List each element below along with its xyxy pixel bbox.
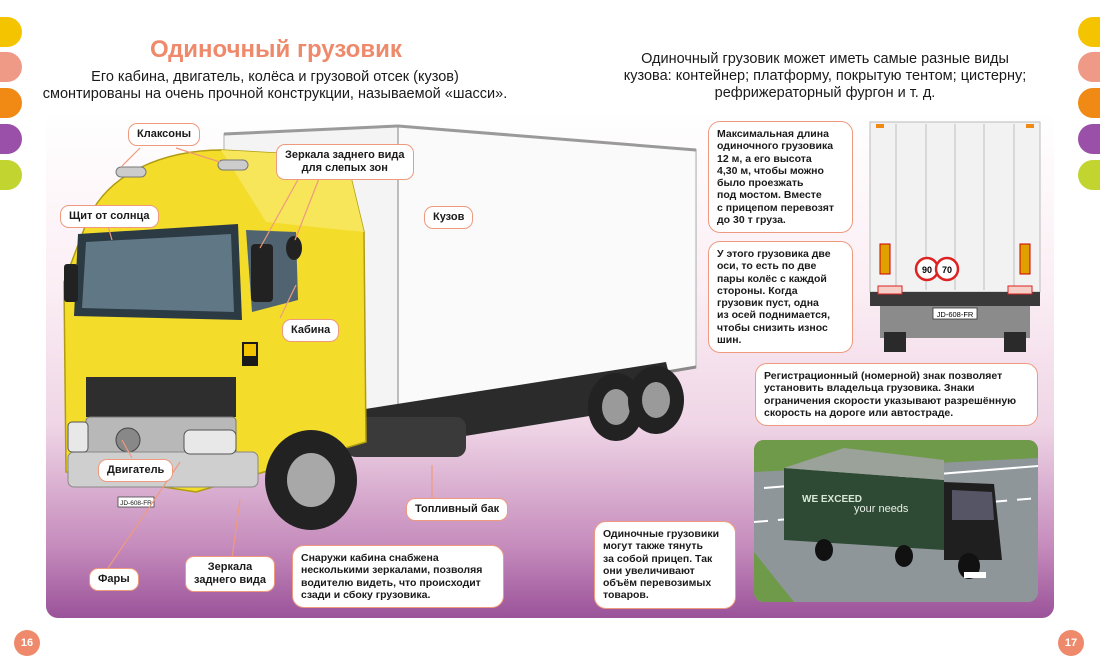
info-line: скорость на дороге или автостраде. xyxy=(764,406,954,419)
label-line: Зеркала заднего вида xyxy=(285,149,405,161)
info-line: оси, то есть по две xyxy=(717,260,817,273)
info-line: объём перевозимых xyxy=(603,577,712,590)
info-plate: Регистрационный (номерной) знак позволяе… xyxy=(755,363,1038,427)
info-line: они увеличивают xyxy=(603,564,695,577)
rear-plate-text: JD-608-FR xyxy=(937,310,974,319)
info-line: установить владельца грузовика. Знаки xyxy=(764,382,975,395)
info-line: до 30 т груза. xyxy=(717,214,786,227)
section-tab-yellow xyxy=(1078,17,1100,47)
info-line: с прицепом перевозят xyxy=(717,201,835,214)
page-title: Одиночный грузовик xyxy=(150,36,402,63)
info-line: под мостом. Вместе xyxy=(717,189,822,202)
page-number-left: 16 xyxy=(14,630,40,656)
road-photo: WE EXCEED your needs xyxy=(754,440,1038,602)
front-plate-text: JD-608-FR xyxy=(120,500,152,507)
info-line: Регистрационный (номерной) знак позволяе… xyxy=(764,370,1003,382)
intro-line: смонтированы на очень прочной конструкци… xyxy=(42,86,508,102)
speed-sign-text: 90 xyxy=(922,265,932,275)
info-line: стороны. Когда xyxy=(717,284,798,297)
label-cab: Кабина xyxy=(282,319,340,342)
info-axles: У этого грузовика две оси, то есть по дв… xyxy=(708,241,853,354)
intro-text-left: Его кабина, двигатель, колёса и грузовой… xyxy=(40,69,510,103)
label-fuel-tank: Топливный бак xyxy=(406,498,509,521)
trailer-text: your needs xyxy=(854,503,909,515)
info-line: ограничения скорости указывают разрешённ… xyxy=(764,394,1017,407)
trailer-text: WE EXCEED xyxy=(802,494,862,505)
info-line: одиночного грузовика xyxy=(717,140,834,153)
intro-line: рефрижераторный фургон и т. д. xyxy=(714,85,936,101)
info-line: было проезжать xyxy=(717,177,804,190)
label-body: Кузов xyxy=(424,206,474,229)
section-tab-green xyxy=(0,160,22,190)
section-tab-purple xyxy=(0,124,22,154)
section-tab-green xyxy=(1078,160,1100,190)
label-horns: Клаксоны xyxy=(128,123,201,146)
truck-rear-photo: 90 70 JD-608-FR xyxy=(869,121,1041,352)
info-line: за собой прицеп. Так xyxy=(603,552,713,565)
info-max-length: Максимальная длина одиночного грузовика … xyxy=(708,121,853,234)
info-line: могут также тянуть xyxy=(603,540,703,553)
section-tab-purple xyxy=(1078,124,1100,154)
info-line: пары колёс с каждой xyxy=(717,272,827,285)
label-mirrors: Зеркала заднего вида xyxy=(185,556,276,592)
info-line: шин. xyxy=(717,334,742,347)
label-line: заднего вида xyxy=(194,574,267,586)
info-line: Снаружи кабина снабжена xyxy=(301,552,439,564)
label-line: для слепых зон xyxy=(301,162,388,174)
label-line: Зеркала xyxy=(207,561,253,573)
info-line: У этого грузовика две xyxy=(717,248,831,260)
info-line: товаров. xyxy=(603,589,649,602)
info-line: грузовик пуст, одна xyxy=(717,297,819,310)
label-engine: Двигатель xyxy=(98,459,174,482)
intro-line: Одиночный грузовик может иметь самые раз… xyxy=(641,51,1009,67)
section-tab-salmon xyxy=(1078,52,1100,82)
info-line: чтобы снизить износ xyxy=(717,321,828,334)
label-blindspot-mirrors: Зеркала заднего вида для слепых зон xyxy=(276,144,414,180)
info-line: из осей поднимается, xyxy=(717,309,831,322)
section-tab-orange xyxy=(1078,88,1100,118)
page-number-right: 17 xyxy=(1058,630,1084,656)
info-line: Максимальная длина xyxy=(717,128,829,140)
intro-text-right: Одиночный грузовик может иметь самые раз… xyxy=(580,51,1070,102)
info-line: Одиночные грузовики xyxy=(603,528,720,540)
section-tab-salmon xyxy=(0,52,22,82)
info-line: сзади и сбоку грузовика. xyxy=(301,588,431,601)
intro-line: Его кабина, двигатель, колёса и грузовой… xyxy=(91,69,459,85)
label-sun-visor: Щит от солнца xyxy=(60,205,159,228)
info-line: 12 м, а его высота xyxy=(717,152,812,165)
intro-line: кузова: контейнер; платформу, покрытую т… xyxy=(623,68,1027,84)
info-line: несколькими зеркалами, позволяя xyxy=(301,564,483,577)
section-tab-orange xyxy=(0,88,22,118)
speed-sign-text: 70 xyxy=(942,265,952,275)
info-mirrors: Снаружи кабина снабжена несколькими зерк… xyxy=(292,545,504,609)
label-headlights: Фары xyxy=(89,568,139,591)
section-tab-yellow xyxy=(0,17,22,47)
info-trailer: Одиночные грузовики могут также тянуть з… xyxy=(594,521,736,609)
info-line: 4,30 м, чтобы можно xyxy=(717,164,824,177)
info-line: водителю видеть, что происходит xyxy=(301,576,481,589)
